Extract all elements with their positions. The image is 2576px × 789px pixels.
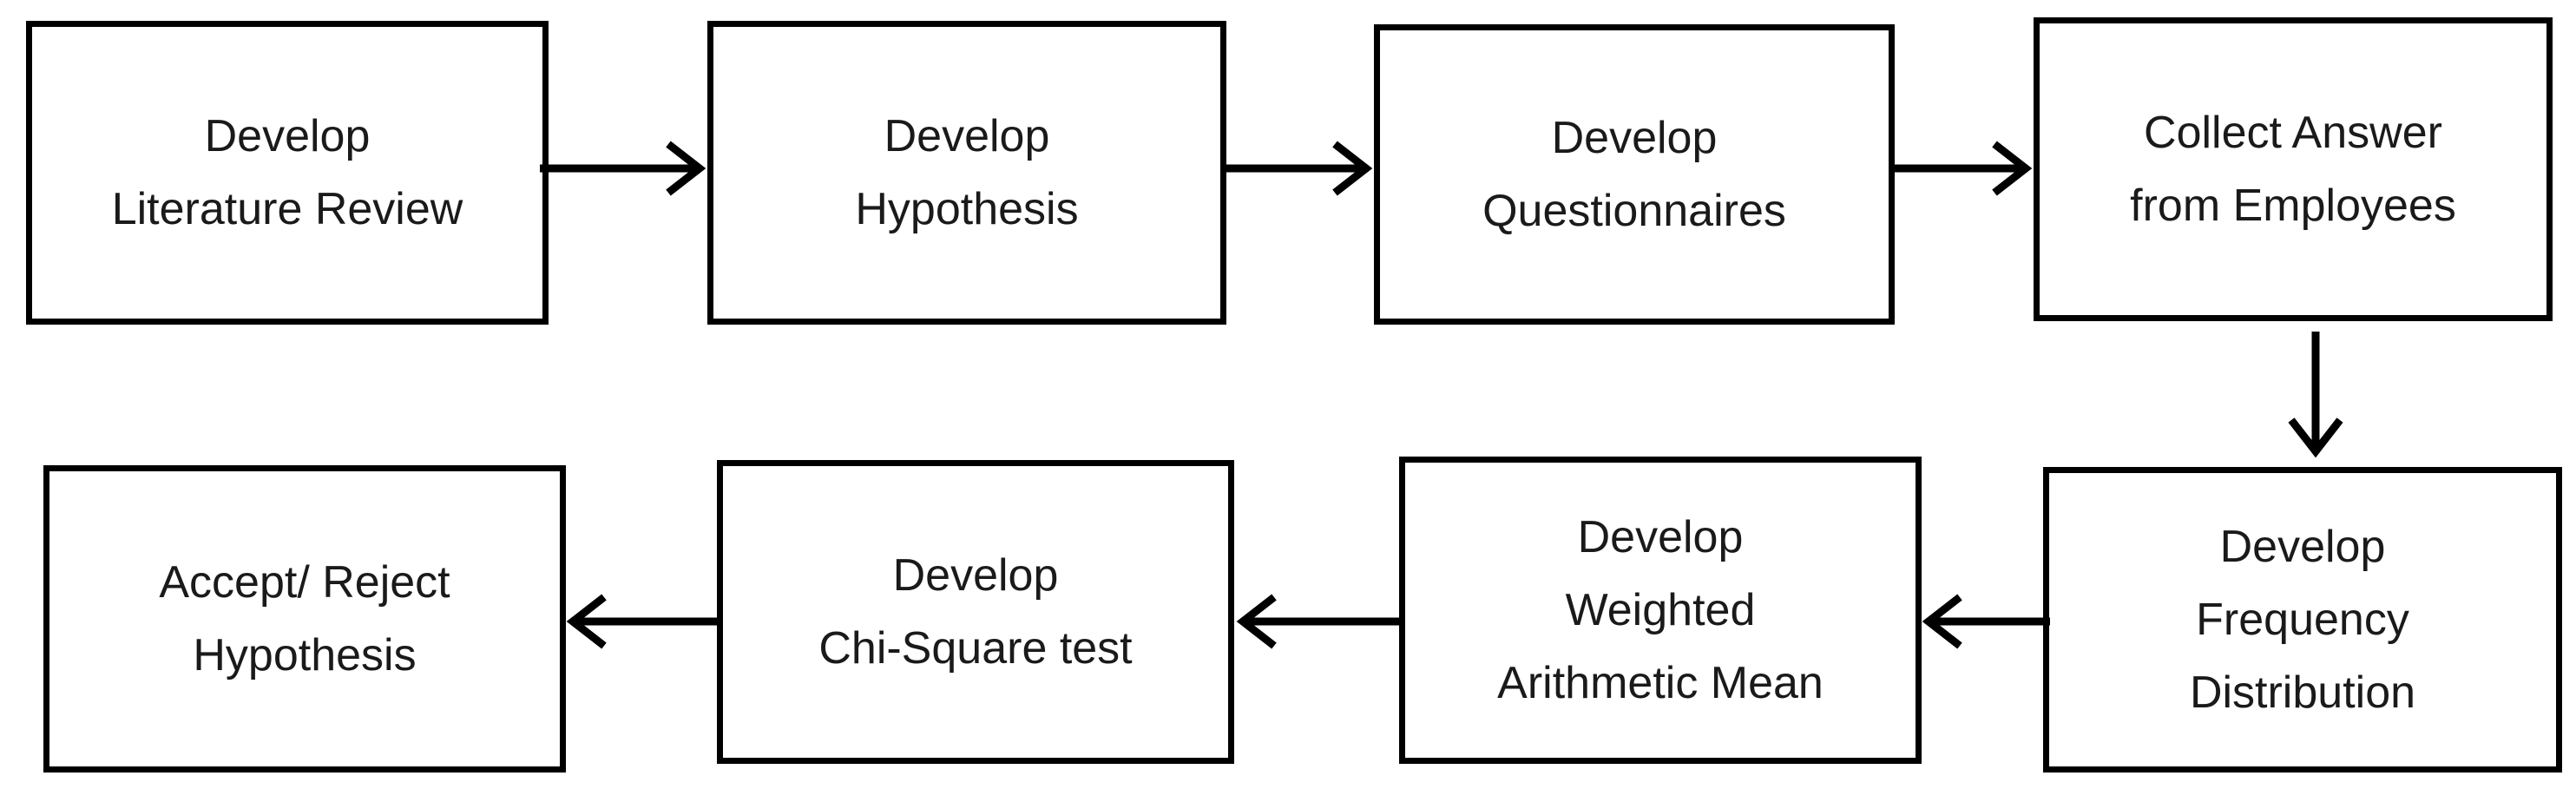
step-label-line: Hypothesis	[855, 184, 1079, 234]
step-develop-chi-square-test: Develop Chi-Square test	[717, 460, 1234, 764]
arrow-right	[1895, 141, 2033, 196]
step-label-line: Frequency	[2196, 595, 2409, 645]
step-label-line: Hypothesis	[193, 630, 417, 681]
step-collect-answer-from-employees: Collect Answer from Employees	[2034, 17, 2553, 321]
step-label-line: Literature Review	[111, 184, 463, 234]
arrow-left	[1236, 594, 1399, 649]
step-develop-literature-review: Develop Literature Review	[26, 21, 549, 325]
step-label-line: Develop	[1577, 512, 1744, 562]
arrow-left	[566, 594, 717, 649]
step-label-line: Develop	[2219, 522, 2386, 572]
step-label-line: Develop	[204, 111, 371, 161]
arrow-right	[540, 141, 706, 196]
step-label-line: Collect Answer	[2144, 108, 2442, 158]
step-accept-reject-hypothesis: Accept/ Reject Hypothesis	[43, 465, 566, 773]
step-label-line: Develop	[892, 550, 1059, 601]
step-label-line: Accept/ Reject	[159, 557, 450, 608]
step-label-line: Chi-Square test	[818, 623, 1133, 674]
step-label-line: Questionnaires	[1482, 186, 1786, 236]
step-label-line: Distribution	[2189, 667, 2416, 718]
step-label-line: from Employees	[2130, 181, 2456, 231]
step-label-line: Develop	[884, 111, 1050, 161]
arrow-down	[2288, 332, 2343, 458]
step-label-line: Develop	[1551, 113, 1718, 163]
step-develop-frequency-distribution: Develop Frequency Distribution	[2043, 467, 2562, 773]
step-develop-weighted-arithmetic-mean: Develop Weighted Arithmetic Mean	[1399, 457, 1922, 764]
step-develop-questionnaires: Develop Questionnaires	[1374, 24, 1895, 325]
step-label-line: Arithmetic Mean	[1497, 658, 1824, 708]
arrow-left	[1922, 594, 2050, 649]
arrow-right	[1226, 141, 1373, 196]
step-develop-hypothesis: Develop Hypothesis	[707, 21, 1226, 325]
step-label-line: Weighted	[1565, 585, 1756, 635]
